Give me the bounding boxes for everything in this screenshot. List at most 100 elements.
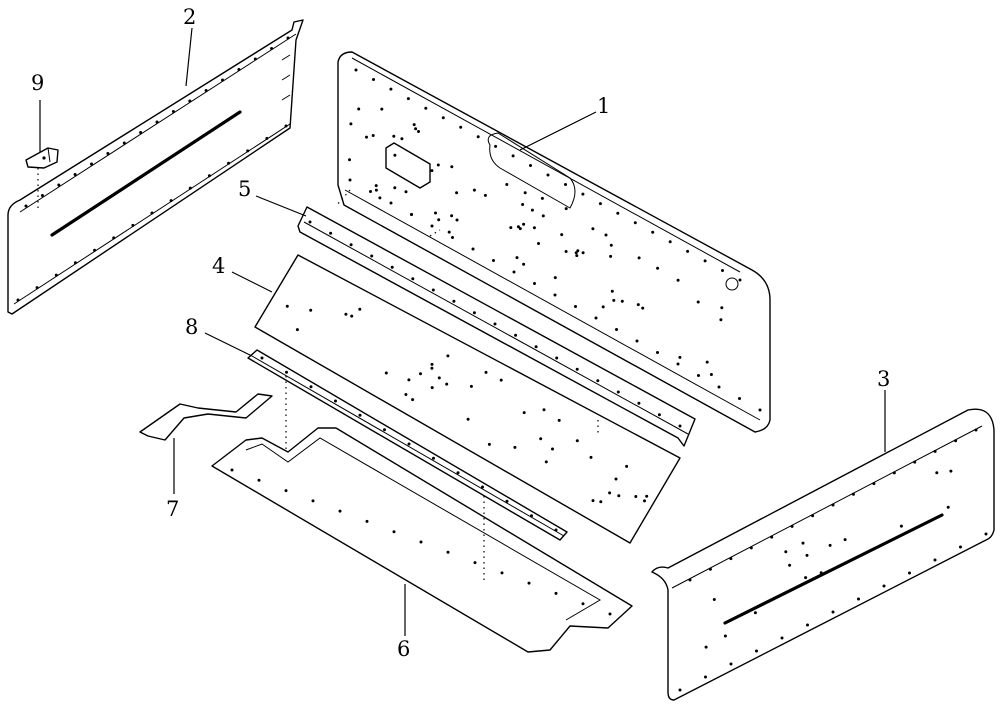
hole — [529, 164, 532, 167]
hole — [589, 455, 593, 459]
hole — [338, 509, 342, 513]
hole — [819, 571, 823, 575]
hole — [285, 304, 289, 308]
callout-3: 3 — [877, 367, 890, 391]
leader-lines — [39, 27, 886, 636]
hole — [492, 259, 495, 262]
hole — [469, 384, 473, 388]
hole — [540, 196, 544, 200]
hole — [637, 401, 641, 405]
hole — [265, 136, 269, 140]
hole — [651, 230, 655, 234]
hole — [354, 68, 358, 72]
hole — [598, 202, 602, 206]
hole — [553, 293, 557, 297]
part-8-front-angle-strip — [247, 349, 568, 541]
hole — [678, 424, 682, 428]
hole — [729, 557, 733, 561]
hole — [188, 99, 192, 103]
hole — [656, 266, 660, 270]
hole — [533, 282, 536, 285]
hole — [935, 471, 939, 475]
hole — [657, 413, 661, 417]
hole — [73, 173, 77, 176]
callout-8: 8 — [185, 315, 198, 339]
hole — [437, 218, 441, 222]
hole — [404, 190, 408, 194]
callout-7: 7 — [166, 497, 179, 521]
hole — [974, 428, 978, 432]
hole — [542, 408, 546, 412]
hole — [348, 178, 352, 182]
hole — [171, 110, 175, 113]
hole — [112, 236, 116, 240]
hole — [370, 254, 374, 258]
hole — [407, 442, 411, 446]
hole — [530, 208, 534, 212]
hole — [358, 307, 362, 311]
hole — [430, 386, 434, 390]
hole — [106, 152, 110, 155]
hole — [749, 546, 753, 550]
hole — [641, 306, 645, 310]
hole — [625, 464, 629, 468]
hole — [521, 203, 525, 206]
hole — [456, 471, 460, 475]
hole — [139, 131, 143, 134]
hole — [616, 390, 620, 394]
hole — [369, 190, 372, 193]
hole — [553, 276, 557, 280]
hole — [260, 356, 264, 360]
hole — [309, 385, 313, 389]
hole — [755, 649, 758, 653]
hole — [476, 135, 480, 139]
hole — [419, 540, 423, 544]
callout-9: 9 — [31, 71, 44, 95]
hole — [511, 154, 515, 158]
hole — [487, 442, 491, 446]
hole — [227, 161, 231, 165]
hole — [530, 514, 533, 518]
hole — [350, 314, 354, 318]
hole — [329, 231, 333, 235]
alignment-lines — [37, 168, 599, 580]
callout-5: 5 — [238, 177, 251, 201]
hole — [984, 532, 988, 536]
part-5-angle-strip — [297, 206, 696, 447]
hole — [374, 188, 378, 192]
hole — [554, 528, 558, 532]
hole — [365, 135, 368, 139]
hole — [400, 137, 404, 141]
hole — [729, 662, 733, 666]
hole — [450, 214, 454, 218]
hole — [708, 567, 712, 571]
hole — [374, 184, 378, 188]
hole — [564, 183, 567, 186]
hole — [541, 214, 545, 218]
hole — [523, 191, 527, 195]
hole — [946, 505, 950, 509]
hole — [257, 478, 261, 482]
hole — [615, 328, 618, 331]
hole — [472, 311, 476, 315]
hole — [155, 120, 159, 124]
hole — [309, 308, 313, 312]
hole — [450, 165, 454, 169]
hole — [564, 250, 568, 253]
hole — [505, 499, 509, 503]
hole — [131, 223, 135, 227]
hole — [738, 278, 742, 282]
hole — [719, 318, 723, 322]
hole — [344, 312, 348, 316]
hole — [522, 262, 526, 266]
hole — [389, 201, 393, 205]
hole — [610, 289, 614, 293]
hole — [434, 211, 437, 215]
hole — [790, 524, 794, 528]
hole — [801, 541, 805, 545]
hole — [620, 299, 624, 303]
hole — [770, 535, 774, 539]
hole — [512, 270, 516, 274]
hole — [494, 144, 498, 148]
hole — [555, 356, 559, 360]
